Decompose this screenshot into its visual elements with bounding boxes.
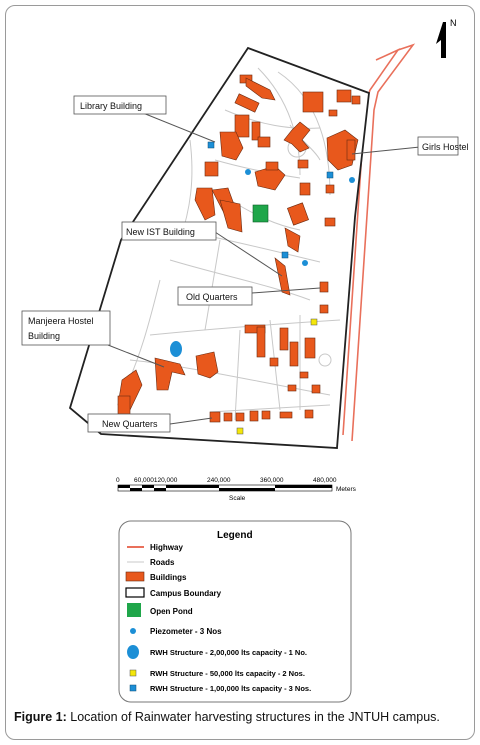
building xyxy=(251,121,261,141)
piezometer-dot-icon xyxy=(130,628,136,634)
building xyxy=(304,409,314,419)
open-pond xyxy=(252,204,269,223)
building xyxy=(302,91,324,113)
legend-item-label: Campus Boundary xyxy=(150,589,222,598)
label-new-ist-building: New IST Building xyxy=(126,227,195,237)
piezometer-marker xyxy=(302,260,308,266)
boundary-swatch-icon xyxy=(125,587,145,598)
highway xyxy=(342,43,416,442)
callout-line-girls-hostel xyxy=(351,146,421,155)
legend-item-label: RWH Structure - 1,00,000 lts capacity - … xyxy=(150,684,311,693)
building xyxy=(219,131,244,161)
building xyxy=(204,161,219,177)
caption-prefix: Figure 1: xyxy=(14,710,67,724)
building xyxy=(194,187,216,221)
building xyxy=(287,202,309,226)
scale-tick-label: 360,000 xyxy=(260,477,284,484)
building xyxy=(289,341,299,367)
label-library-building: Library Building xyxy=(80,101,142,111)
rwh-50000-marker xyxy=(236,427,244,435)
figure-caption: Figure 1: Location of Rainwater harvesti… xyxy=(14,710,466,724)
building xyxy=(279,411,293,419)
building xyxy=(283,121,311,153)
callout-line-old-quarters xyxy=(251,287,321,294)
building xyxy=(284,227,301,253)
north-label: N xyxy=(450,18,457,28)
building xyxy=(328,109,338,117)
piezometer-marker xyxy=(245,169,251,175)
rwh-100000-marker xyxy=(281,251,289,259)
building xyxy=(261,410,271,420)
legend: Legend Highway Roads Buildings Campus Bo… xyxy=(118,520,352,703)
piezometer-marker xyxy=(349,177,355,183)
building xyxy=(274,257,291,296)
building xyxy=(324,217,336,227)
callout-line-new-quarters xyxy=(169,417,213,425)
building xyxy=(223,412,233,422)
callout-line-library xyxy=(142,112,216,143)
building xyxy=(297,159,309,169)
building xyxy=(346,139,356,161)
legend-item-label: Roads xyxy=(150,558,175,567)
buildings xyxy=(117,74,361,423)
scale-tick-label: 240,000 xyxy=(207,477,231,484)
scale-tick-label: 480,000 xyxy=(313,477,337,484)
building xyxy=(234,114,250,138)
building xyxy=(299,371,309,379)
legend-item-label: RWH Structure - 2,00,000 lts capacity - … xyxy=(150,648,307,657)
legend-item-label: Piezometer - 3 Nos xyxy=(150,627,222,636)
building xyxy=(257,136,271,148)
callout-line-new-ist xyxy=(214,231,283,277)
legend-item-label: Open Pond xyxy=(150,607,193,616)
rwh-50000-marker xyxy=(310,318,318,326)
legend-title: Legend xyxy=(217,530,253,541)
legend-item-label: RWH Structure - 50,000 lts capacity - 2 … xyxy=(150,669,305,678)
building xyxy=(319,281,329,293)
building xyxy=(269,357,279,367)
building xyxy=(279,327,289,351)
rwh-ellipse-icon xyxy=(127,645,139,659)
building xyxy=(265,161,279,171)
building xyxy=(319,304,329,314)
building xyxy=(249,410,259,422)
building xyxy=(256,326,266,358)
yellow-square-icon xyxy=(129,669,137,677)
building xyxy=(195,351,219,379)
building xyxy=(304,337,316,359)
rwh-100000-marker xyxy=(207,141,215,149)
building xyxy=(351,95,361,105)
scale-tick-label: 0 xyxy=(116,477,120,484)
north-arrow-icon: N xyxy=(436,18,457,58)
building xyxy=(117,395,131,415)
building xyxy=(325,184,335,194)
label-manjeera-line1: Manjeera Hostel xyxy=(28,316,94,326)
scale-tick-label: 60,000120,000 xyxy=(134,477,178,484)
label-new-quarters: New Quarters xyxy=(102,419,158,429)
building xyxy=(311,384,321,394)
label-manjeera-line2: Building xyxy=(28,331,60,341)
building xyxy=(287,384,297,392)
building xyxy=(245,77,276,101)
pond-swatch-icon xyxy=(127,603,141,617)
building xyxy=(299,182,311,196)
building xyxy=(336,89,352,103)
scale-unit: Meters xyxy=(336,486,357,493)
building-swatch-icon xyxy=(125,571,145,582)
building xyxy=(235,412,245,422)
rwh-100000-marker xyxy=(326,171,334,179)
legend-item-label: Highway xyxy=(150,543,183,552)
building xyxy=(234,93,260,113)
blue-square-icon xyxy=(129,684,137,692)
callout-line-manjeera xyxy=(107,344,165,368)
legend-item-label: Buildings xyxy=(150,573,187,582)
caption-text: Location of Rainwater harvesting structu… xyxy=(66,710,440,724)
scale-bar: 0 60,000120,000 240,000 360,000 480,000 … xyxy=(116,477,357,502)
building xyxy=(209,411,221,423)
rwh-200000-marker xyxy=(170,341,182,357)
label-old-quarters: Old Quarters xyxy=(186,292,238,302)
scale-title: Scale xyxy=(229,495,246,502)
building xyxy=(219,199,243,233)
label-girls-hostel: Girls Hostel xyxy=(422,142,469,152)
